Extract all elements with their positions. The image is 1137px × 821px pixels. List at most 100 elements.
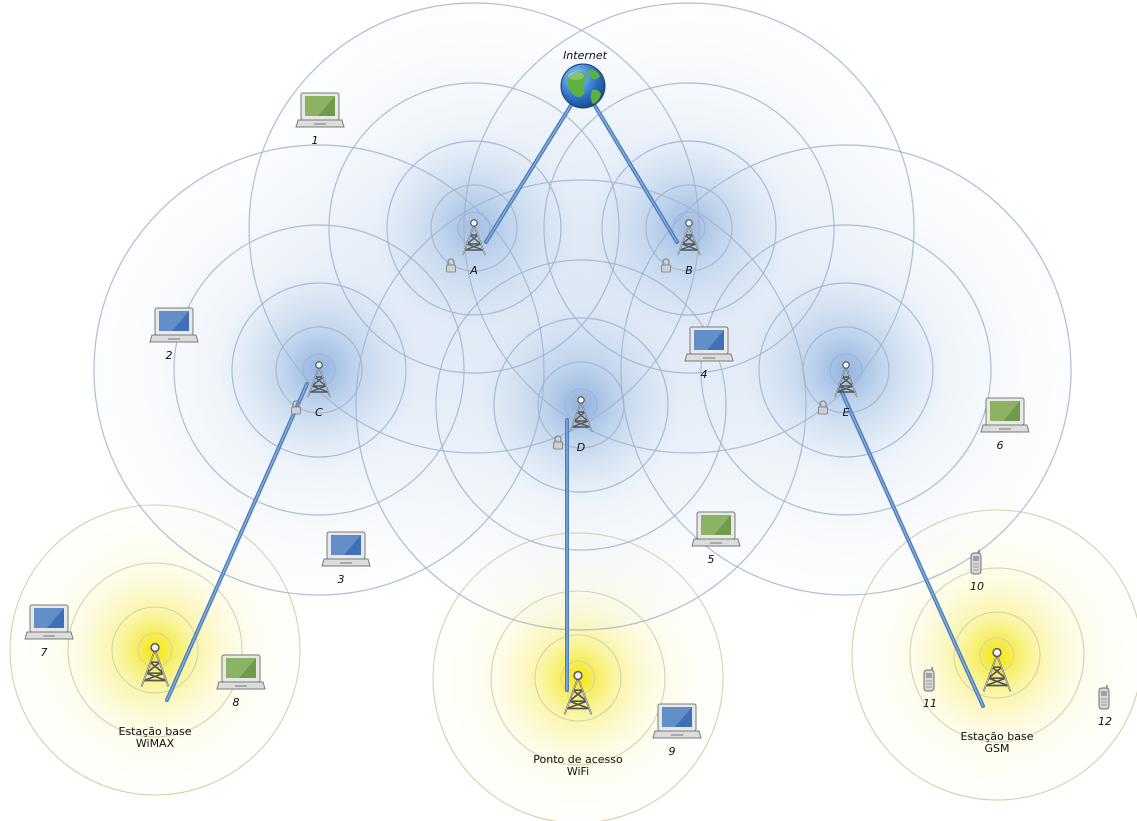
base-station-label: Estação base bbox=[961, 730, 1034, 743]
coverage-ring-D bbox=[435, 259, 727, 551]
coverage-ring-B bbox=[463, 2, 915, 454]
laptop-label: 1 bbox=[312, 134, 319, 147]
coverage-ring-E bbox=[700, 224, 992, 516]
phone-label: 12 bbox=[1098, 715, 1112, 728]
base-station-label: Estação base bbox=[119, 725, 192, 738]
coverage-ring-D bbox=[355, 179, 807, 631]
base-station-sublabel: GSM bbox=[985, 742, 1010, 755]
coverage-ring-wifi bbox=[534, 634, 622, 722]
tower-D: D bbox=[553, 396, 593, 454]
coverage-ring-E bbox=[620, 144, 1072, 596]
phone-label: 10 bbox=[970, 580, 984, 593]
link-highlight bbox=[485, 85, 584, 243]
laptop-label: 2 bbox=[166, 349, 173, 362]
coverage-ring-wimax bbox=[67, 562, 243, 738]
tower-E: E bbox=[818, 361, 858, 419]
laptop-label: 6 bbox=[997, 439, 1004, 452]
laptop-2: 2 bbox=[149, 307, 199, 362]
link-highlight bbox=[582, 85, 678, 243]
coverage-ring-B bbox=[543, 82, 835, 374]
tower-icon bbox=[307, 361, 331, 398]
phone-11: 11 bbox=[923, 667, 937, 710]
laptop-5: 5 bbox=[691, 511, 741, 566]
tower-C: C bbox=[291, 361, 331, 419]
laptop-icon bbox=[980, 397, 1030, 433]
base-station-sublabel: WiMAX bbox=[136, 737, 175, 750]
laptop-label: 3 bbox=[338, 573, 345, 586]
laptop-icon bbox=[24, 604, 74, 640]
tower-label: B bbox=[685, 264, 693, 277]
phone-label: 11 bbox=[923, 697, 937, 710]
mobile-phone-icon bbox=[923, 667, 935, 692]
laptop-9: 9 bbox=[652, 703, 702, 758]
coverage-ring-B bbox=[645, 184, 733, 272]
coverage-ring-gsm bbox=[909, 567, 1085, 743]
laptop-3: 3 bbox=[321, 531, 371, 586]
link-highlight bbox=[839, 387, 984, 707]
laptop-icon bbox=[295, 92, 345, 128]
laptop-6: 6 bbox=[980, 397, 1030, 452]
coverage-ring-D bbox=[493, 317, 669, 493]
base-station-sublabel: WiFi bbox=[567, 765, 589, 778]
tower-label: E bbox=[843, 406, 850, 419]
coverage-ring-C bbox=[173, 224, 465, 516]
coverage-ring-A bbox=[248, 2, 700, 454]
coverage-ring-E bbox=[802, 326, 890, 414]
laptop-label: 7 bbox=[41, 646, 48, 659]
tower-B: B bbox=[661, 219, 701, 277]
coverage-ring-B bbox=[601, 140, 777, 316]
coverage-ring-A bbox=[386, 140, 562, 316]
laptop-icon bbox=[652, 703, 702, 739]
coverage-ring-C bbox=[231, 282, 407, 458]
tower-icon bbox=[569, 396, 593, 433]
internet-label: Internet bbox=[563, 49, 608, 62]
tower-icon bbox=[982, 647, 1012, 692]
globe-icon bbox=[560, 63, 606, 109]
lock-icon bbox=[818, 400, 828, 415]
tower-A: A bbox=[446, 219, 486, 277]
lock-icon bbox=[553, 435, 563, 450]
internet-node: Internet bbox=[560, 49, 608, 109]
coverage-ring-E bbox=[758, 282, 934, 458]
coverage-ring-C bbox=[93, 144, 545, 596]
phone-10: 10 bbox=[970, 550, 984, 593]
coverage-ring-A bbox=[430, 184, 518, 272]
link-highlight bbox=[166, 383, 308, 701]
laptop-icon bbox=[149, 307, 199, 343]
laptop-label: 8 bbox=[233, 696, 240, 709]
mobile-phone-icon bbox=[970, 550, 982, 575]
laptop-icon bbox=[216, 654, 266, 690]
tower-icon bbox=[677, 219, 701, 256]
mobile-phone-icon bbox=[1098, 685, 1110, 710]
laptop-1: 1 bbox=[295, 92, 345, 147]
tower-icon bbox=[462, 219, 486, 256]
tower-label: A bbox=[469, 264, 478, 277]
tower-icon bbox=[140, 642, 170, 687]
laptop-label: 5 bbox=[708, 553, 715, 566]
coverage-ring-C bbox=[275, 326, 363, 414]
coverage-glow-E bbox=[621, 145, 1071, 595]
backhaul-links bbox=[165, 84, 985, 708]
laptop-icon bbox=[684, 326, 734, 362]
laptop-icon bbox=[691, 511, 741, 547]
lock-icon bbox=[446, 258, 456, 273]
phone-12: 12 bbox=[1098, 685, 1112, 728]
laptop-8: 8 bbox=[216, 654, 266, 709]
base-station-label: Ponto de acesso bbox=[533, 753, 623, 766]
laptop-label: 4 bbox=[701, 368, 708, 381]
coverage-ring-wimax bbox=[111, 606, 199, 694]
tower-icon bbox=[563, 670, 593, 715]
coverage-ring-A bbox=[328, 82, 620, 374]
laptop-label: 9 bbox=[669, 745, 676, 758]
lock-icon bbox=[291, 400, 301, 415]
tower-label: C bbox=[315, 406, 323, 419]
mesh-coverage bbox=[93, 2, 1072, 631]
lock-icon bbox=[661, 258, 671, 273]
laptop-7: 7 bbox=[24, 604, 74, 659]
